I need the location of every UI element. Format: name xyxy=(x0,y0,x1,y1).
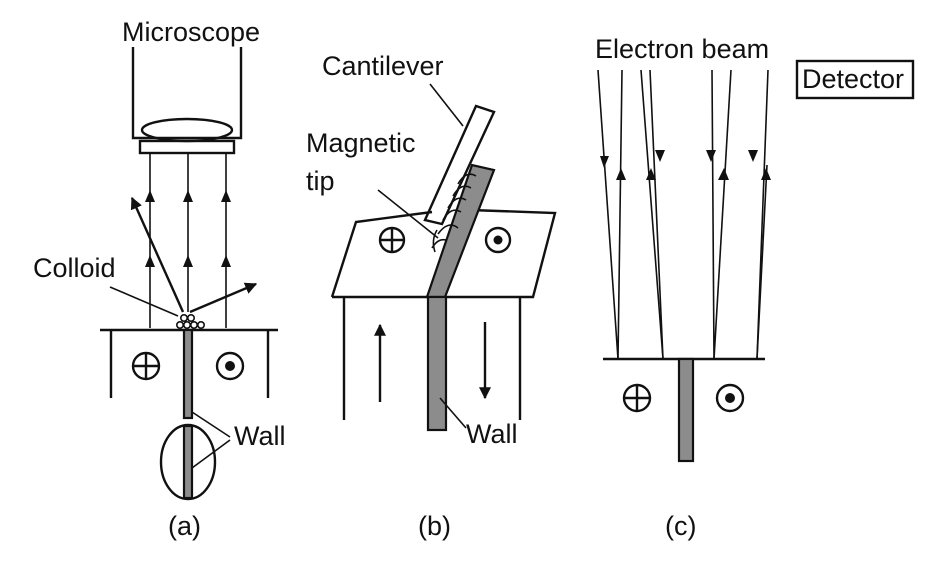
stray-field-lines xyxy=(431,173,477,253)
colloid-particles xyxy=(176,313,206,329)
tip-label: tip xyxy=(306,166,335,196)
microscope-objective xyxy=(138,139,236,155)
caption-a: (a) xyxy=(168,511,201,541)
dot-circle-icon xyxy=(215,351,245,381)
cantilever xyxy=(423,104,496,226)
scattered-ray-right xyxy=(189,282,258,314)
wall-leader-a2 xyxy=(191,439,231,469)
wall-label-a: Wall xyxy=(234,421,286,451)
magnetic-label: Magnetic xyxy=(306,128,416,158)
panel-b: Cantilever Magnetic tip xyxy=(306,51,557,541)
cross-circle-icon xyxy=(378,226,406,254)
detector-label: Detector xyxy=(802,64,904,94)
caption-c: (c) xyxy=(665,511,696,541)
cross-circle-icon xyxy=(622,383,652,413)
wall-label-b: Wall xyxy=(466,419,518,449)
cross-circle-icon xyxy=(131,351,161,381)
cantilever-label: Cantilever xyxy=(322,51,444,81)
colloid-label: Colloid xyxy=(33,253,116,283)
wall-leader-a1 xyxy=(191,411,231,438)
scattered-ray-left xyxy=(130,196,185,313)
cantilever-leader xyxy=(429,83,464,127)
domain-wall xyxy=(182,328,194,420)
magnetic-tip-leader xyxy=(377,189,439,239)
dot-circle-icon xyxy=(484,226,512,254)
light-rays xyxy=(145,153,231,328)
wall-leader-b xyxy=(439,397,467,429)
colloid-leader xyxy=(109,286,179,317)
wall-inset-strip xyxy=(182,424,194,500)
microscope-body xyxy=(131,47,243,140)
electron-beam-label: Electron beam xyxy=(595,34,769,64)
electron-beams xyxy=(597,69,771,360)
panel-c: Electron beam Detector xyxy=(595,34,915,541)
detector-box xyxy=(795,59,915,100)
caption-b: (b) xyxy=(418,511,451,541)
domain-wall-c xyxy=(677,357,695,463)
microscope-label: Microscope xyxy=(122,17,260,47)
panel-a: Microscope Colloid xyxy=(33,17,286,541)
dot-circle-icon xyxy=(715,383,745,413)
domain-wall-b xyxy=(426,295,448,432)
